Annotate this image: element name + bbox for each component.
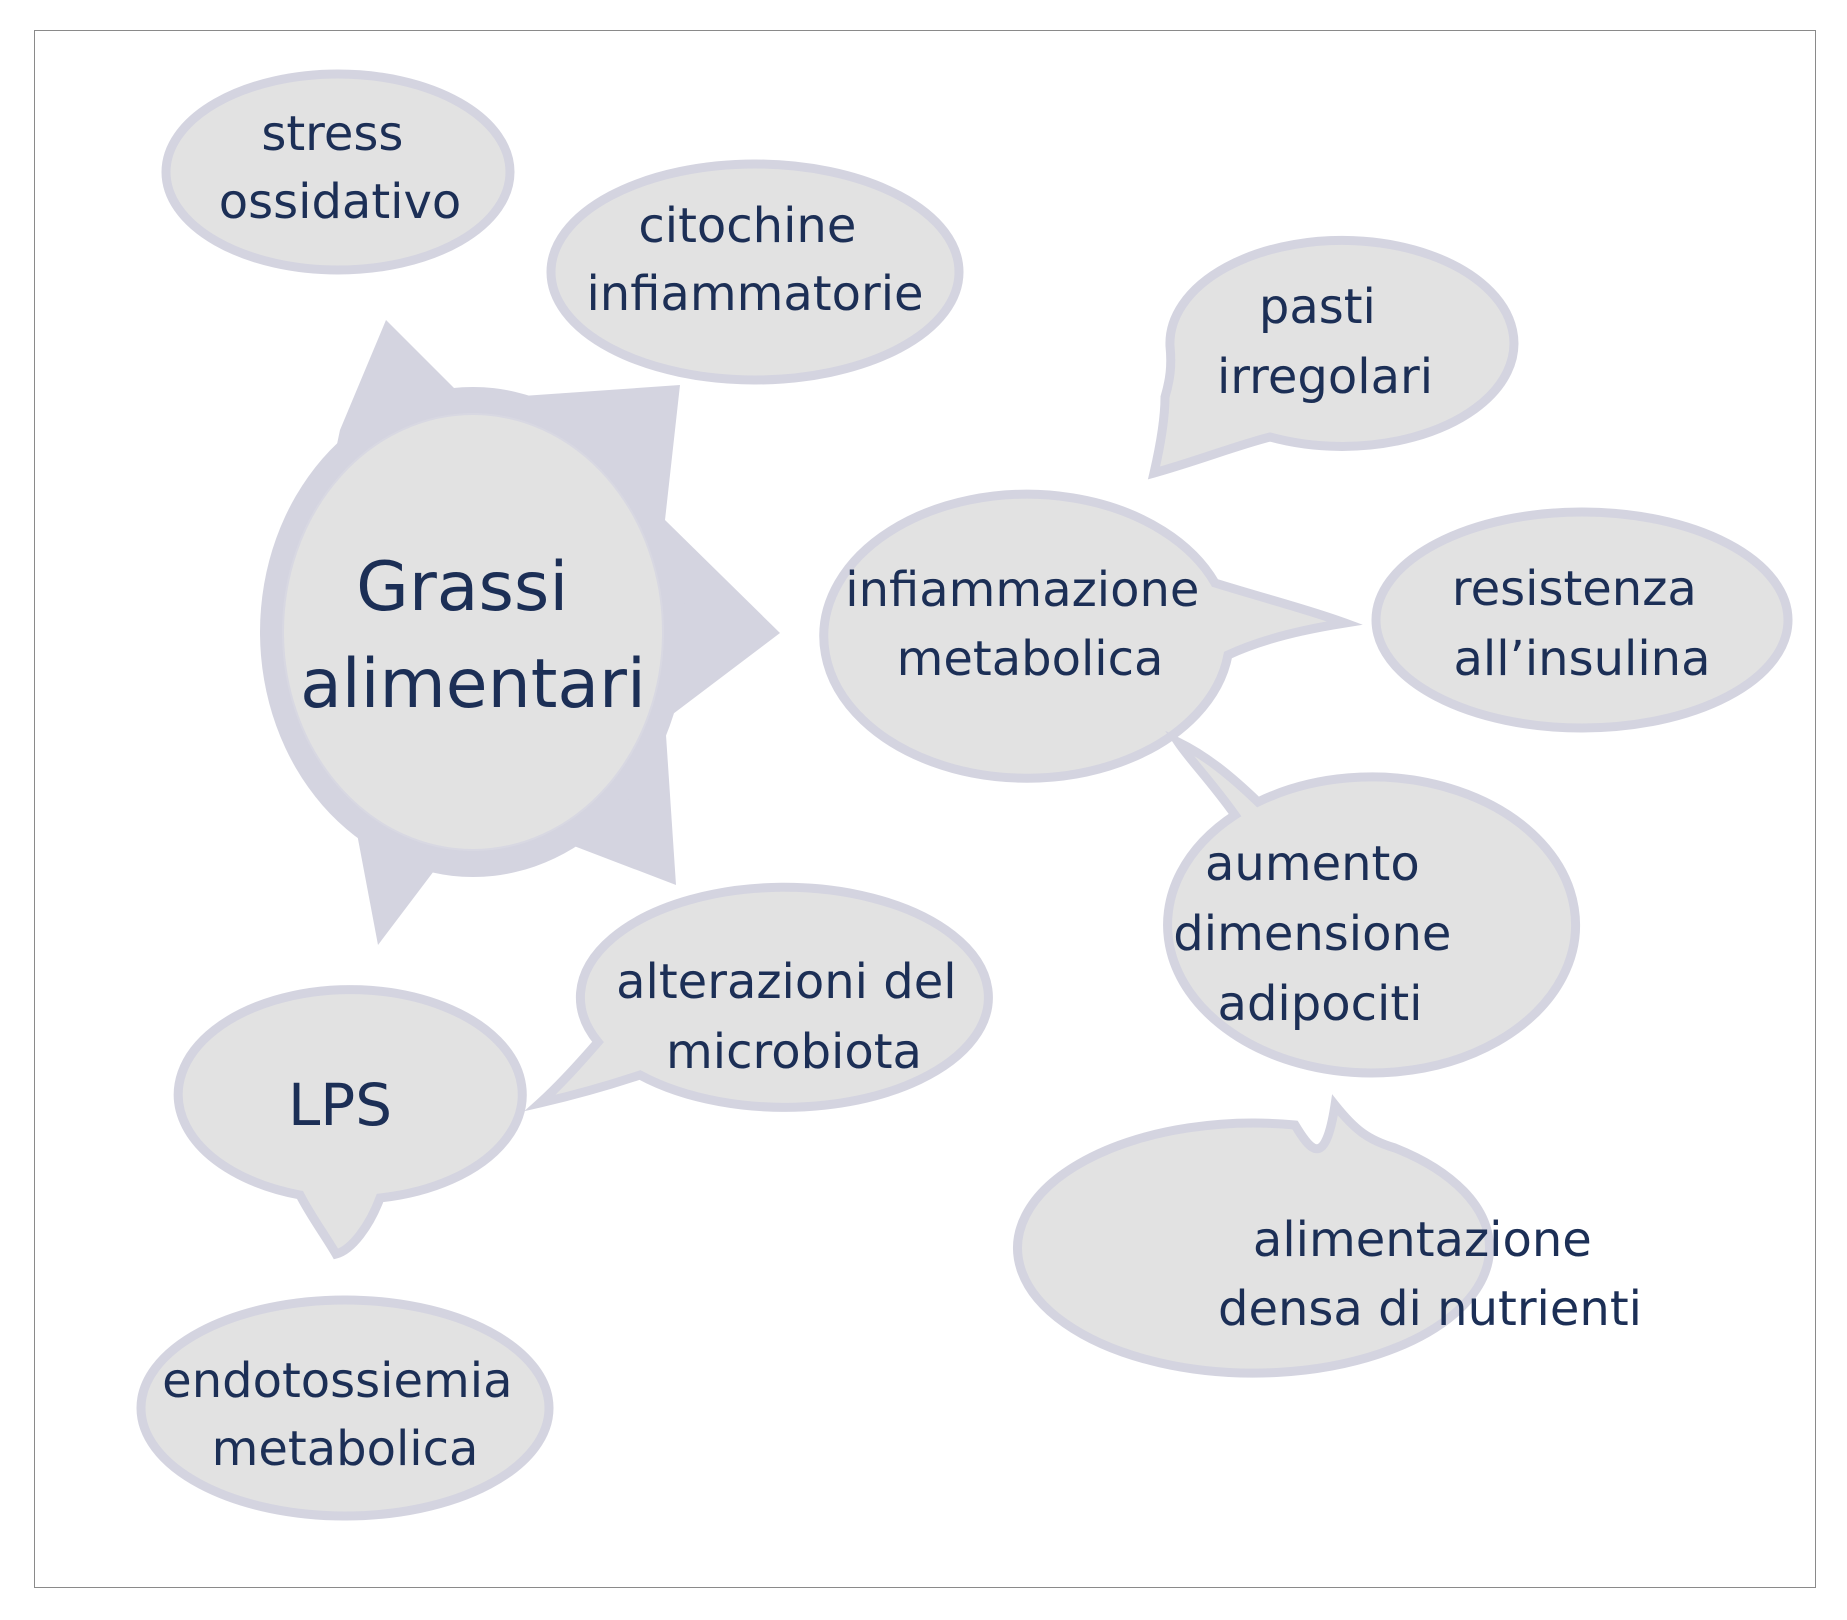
bubble-endotossiemia-metabolica: endotossiemia metabolica <box>136 1295 554 1521</box>
bubble-shape <box>1013 1094 1495 1378</box>
bubble-alterazioni-line-1: alterazioni del <box>616 954 957 1010</box>
bubble-endotossiemia-line-2: metabolica <box>212 1421 479 1477</box>
bubble-pasti-line-2: irregolari <box>1217 349 1433 405</box>
bubble-citochine-line-2: infiammatorie <box>586 266 923 322</box>
bubble-label: pasti irregolari <box>1217 279 1433 405</box>
bubble-stress-line-1: stress <box>261 106 403 162</box>
bubble-resistenza-line-2: all’insulina <box>1453 631 1710 687</box>
bubble-resistenza-line-1: resistenza <box>1452 561 1697 617</box>
bubble-resistenza-insulina: resistenza all’insulina <box>1371 507 1793 733</box>
center-title-line-1: Grassi <box>356 548 568 627</box>
bubble-stress-line-2: ossidativo <box>219 174 462 230</box>
bubble-aumento-line-2: dimensione <box>1173 906 1451 962</box>
center-node: Grassi alimentari <box>260 320 780 945</box>
bubble-shape <box>173 985 527 1260</box>
bubble-lps-line-1: LPS <box>288 1071 392 1139</box>
bubble-label: infiammazione metabolica <box>845 562 1214 687</box>
bubble-citochine-line-1: citochine <box>638 198 856 254</box>
bubble-stress-ossidativo: stress ossidativo <box>161 69 515 275</box>
bubble-alimentazione-nutrienti: alimentazione densa di nutrienti <box>1013 1094 1642 1378</box>
bubble-citochine-infiammatorie: citochine infiammatorie <box>546 159 964 385</box>
bubble-shape <box>136 1295 554 1521</box>
bubble-infiammazione-line-1: infiammazione <box>845 562 1199 618</box>
bubble-label: endotossiemia metabolica <box>162 1353 528 1477</box>
bubble-infiammazione-line-2: metabolica <box>897 631 1164 687</box>
bubble-alimentazione-line-2: densa di nutrienti <box>1218 1281 1642 1337</box>
bubble-alimentazione-line-1: alimentazione <box>1253 1212 1592 1268</box>
bubble-label: stress ossidativo <box>219 106 462 230</box>
center-title-line-2: alimentari <box>300 645 646 724</box>
bubble-aumento-adipociti: aumento dimensione adipociti <box>1163 730 1581 1078</box>
bubble-pasti-line-1: pasti <box>1259 279 1376 335</box>
bubble-shape <box>1371 507 1793 733</box>
bubble-pasti-irregolari: pasti irregolari <box>1147 235 1519 480</box>
bubble-alterazioni-line-2: microbiota <box>666 1024 922 1080</box>
bubble-label: citochine infiammatorie <box>586 198 923 322</box>
bubble-infiammazione-metabolica: infiammazione metabolica <box>819 489 1363 783</box>
bubble-shape <box>1147 235 1519 480</box>
bubble-label: alimentazione densa di nutrienti <box>1218 1212 1642 1337</box>
bubble-shape <box>1163 730 1581 1078</box>
bubble-shape <box>819 489 1363 783</box>
bubble-aumento-line-1: aumento <box>1205 836 1420 892</box>
bubble-aumento-line-3: adipociti <box>1218 976 1423 1032</box>
center-title: Grassi alimentari <box>300 548 646 724</box>
bubble-label: LPS <box>288 1071 392 1139</box>
bubble-shape <box>546 159 964 385</box>
bubble-shape <box>161 69 515 275</box>
bubble-endotossiemia-line-1: endotossiemia <box>162 1353 512 1409</box>
center-inner-circle <box>282 413 664 851</box>
bubble-label: aumento dimensione adipociti <box>1173 836 1466 1032</box>
bubble-shape <box>524 882 993 1112</box>
bubble-alterazioni-microbiota: alterazioni del microbiota <box>524 882 993 1112</box>
bubble-lps: LPS <box>173 985 527 1260</box>
bubble-label: resistenza all’insulina <box>1452 561 1712 687</box>
bubble-label: alterazioni del microbiota <box>616 954 972 1080</box>
